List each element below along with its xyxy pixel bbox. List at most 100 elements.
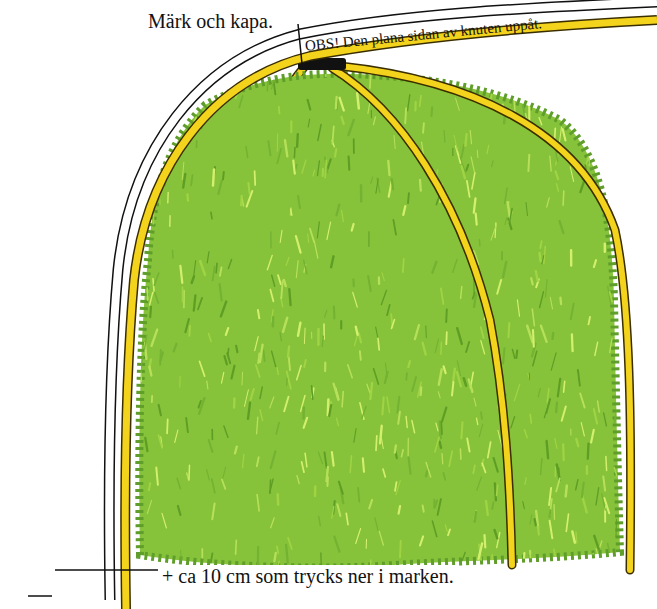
fur-stroke	[538, 389, 540, 397]
fur-stroke	[439, 422, 442, 439]
fur-stroke	[576, 439, 578, 446]
fur-stroke	[547, 73, 551, 89]
fur-stroke	[436, 423, 438, 431]
fur-stroke	[402, 450, 404, 457]
fur-stroke	[497, 485, 498, 495]
fur-stroke	[402, 259, 405, 272]
fur-stroke	[207, 381, 208, 389]
fur-stroke	[587, 66, 588, 82]
fur-stroke	[160, 352, 162, 361]
fur-stroke	[246, 147, 248, 158]
fur-stroke	[337, 418, 339, 425]
fur-stroke	[381, 290, 386, 304]
fur-stroke	[257, 547, 259, 564]
fur-stroke	[616, 520, 618, 537]
fur-stroke	[512, 349, 514, 358]
fur-stroke	[615, 408, 618, 422]
fur-stroke	[482, 463, 485, 472]
fur-stroke	[465, 134, 466, 146]
fur-stroke	[267, 255, 272, 269]
fur-stroke	[177, 83, 179, 93]
fur-stroke	[606, 160, 610, 172]
fur-stroke	[199, 398, 204, 414]
fur-stroke	[550, 297, 552, 309]
fur-stroke	[352, 224, 354, 231]
uncut-rod	[109, 2, 657, 600]
fur-stroke	[555, 467, 557, 477]
fur-stroke	[523, 502, 525, 509]
fur-stroke	[367, 384, 370, 393]
fur-stroke	[272, 351, 276, 366]
fur-stroke	[175, 430, 178, 443]
fur-stroke	[181, 83, 183, 90]
fur-stroke	[479, 424, 483, 437]
fur-stroke	[530, 414, 531, 423]
fur-stroke	[540, 292, 544, 308]
fur-stroke	[492, 161, 494, 167]
fur-stroke	[228, 260, 231, 269]
fur-stroke	[527, 326, 532, 342]
fur-stroke	[530, 515, 532, 524]
fur-stroke	[476, 214, 477, 225]
fur-stroke	[622, 168, 623, 181]
fur-stroke	[538, 527, 539, 535]
fur-stroke	[477, 150, 479, 157]
fur-stroke	[260, 345, 263, 363]
fur-stroke	[136, 204, 139, 215]
fur-stroke	[218, 180, 221, 194]
fur-stroke	[304, 360, 306, 367]
fur-stroke	[412, 421, 415, 433]
fur-stroke	[289, 357, 290, 370]
fur-stroke	[589, 317, 591, 324]
fur-stroke	[432, 262, 436, 273]
fur-stroke	[240, 196, 243, 205]
fur-stroke	[460, 449, 462, 459]
fur-stroke	[564, 381, 565, 392]
fur-stroke	[334, 537, 339, 552]
fur-stroke	[576, 480, 578, 490]
bush-texture	[131, 54, 625, 567]
fur-stroke	[337, 205, 340, 216]
fur-stroke	[445, 332, 447, 344]
fur-stroke	[419, 387, 422, 395]
fur-stroke	[213, 170, 214, 186]
fur-stroke	[408, 361, 410, 367]
fur-stroke	[140, 356, 144, 373]
fur-stroke	[406, 416, 407, 427]
fur-stroke	[348, 157, 351, 170]
fur-stroke	[260, 387, 262, 399]
fur-stroke	[342, 210, 344, 221]
fur-stroke	[395, 482, 397, 491]
fur-stroke	[464, 378, 466, 386]
fur-stroke	[547, 399, 551, 413]
fur-stroke	[571, 304, 574, 320]
fur-stroke	[382, 273, 384, 281]
fur-stroke	[353, 139, 355, 153]
fur-stroke	[488, 442, 491, 458]
fur-stroke	[305, 453, 307, 467]
fur-stroke	[198, 298, 202, 309]
fur-stroke	[239, 96, 242, 107]
fur-stroke	[150, 367, 152, 376]
fur-stroke	[368, 232, 369, 247]
fur-stroke	[382, 438, 384, 448]
fur-stroke	[376, 179, 378, 193]
fur-stroke	[335, 97, 338, 109]
fur-stroke	[452, 148, 453, 155]
fur-stroke	[342, 392, 343, 407]
fur-stroke	[320, 553, 322, 566]
fur-stroke	[354, 429, 356, 443]
fur-stroke	[474, 294, 476, 307]
fur-stroke	[555, 439, 557, 449]
fur-stroke	[600, 160, 605, 175]
fur-stroke	[557, 184, 559, 191]
fur-stroke	[392, 320, 395, 329]
fur-stroke	[578, 371, 580, 385]
fur-stroke	[137, 63, 140, 74]
fur-stroke	[224, 426, 228, 438]
fur-stroke	[332, 126, 333, 144]
fur-stroke	[245, 390, 249, 407]
fur-stroke	[185, 319, 189, 332]
fur-stroke	[526, 203, 528, 216]
fur-stroke	[420, 96, 421, 107]
